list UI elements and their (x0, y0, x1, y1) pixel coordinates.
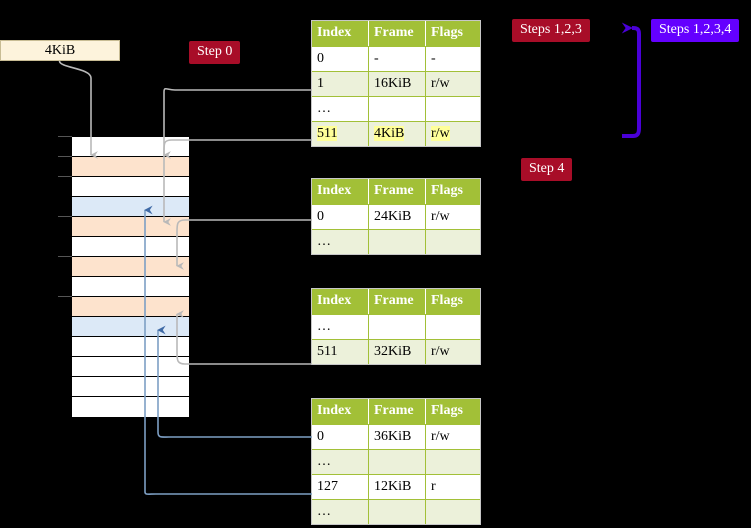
memory-frame-row (71, 296, 190, 318)
memory-tick-mark (58, 256, 72, 257)
memory-frame-row (71, 396, 190, 418)
highlighted-value: 4KiB (374, 126, 405, 141)
table-cell (426, 229, 480, 254)
column-header: Index (312, 289, 369, 314)
table-cell: 36KiB (369, 424, 426, 449)
table-cell: 511 (312, 121, 369, 146)
table-cell: - (369, 46, 426, 71)
table-cell: r/w (426, 424, 480, 449)
table-cell: 127 (312, 474, 369, 499)
badge-steps-1234: Steps 1,2,3,4 (651, 19, 740, 42)
table-cell: 511 (312, 339, 369, 364)
table-row: … (312, 449, 480, 474)
memory-frame-row (71, 256, 190, 278)
physical-memory-column (71, 136, 190, 418)
table-cell (426, 499, 480, 524)
table-cell: r/w (426, 204, 480, 229)
highlighted-value: 511 (317, 126, 338, 141)
table-cell: 0 (312, 424, 369, 449)
column-header: Frame (369, 289, 426, 314)
table-cell: 0 (312, 204, 369, 229)
column-header: Index (312, 399, 369, 424)
table-cell: … (312, 229, 369, 254)
table-row: … (312, 499, 480, 524)
table-cell: … (312, 96, 369, 121)
memory-frame-row (71, 236, 190, 258)
memory-tick-mark (58, 136, 72, 137)
table-cell: 24KiB (369, 204, 426, 229)
column-header: Flags (426, 399, 480, 424)
memory-frame-row (71, 276, 190, 298)
size-label-box: 4KiB (0, 40, 120, 61)
table-cell (369, 314, 426, 339)
column-header: Index (312, 179, 369, 204)
badge-step-0: Step 0 (189, 41, 241, 64)
table-cell (369, 499, 426, 524)
table-row: … (312, 229, 480, 254)
table-cell: … (312, 449, 369, 474)
column-header: Flags (426, 179, 480, 204)
table-cell: 16KiB (369, 71, 426, 96)
table-cell: - (426, 46, 480, 71)
table-cell: 32KiB (369, 339, 426, 364)
memory-frame-row (71, 216, 190, 238)
table-cell: 1 (312, 71, 369, 96)
table-cell: r/w (426, 339, 480, 364)
table-cell: … (312, 314, 369, 339)
table-cell (369, 449, 426, 474)
memory-frame-row (71, 196, 190, 218)
table-cell (369, 96, 426, 121)
table-cell: 0 (312, 46, 369, 71)
highlighted-value: r/w (431, 126, 450, 141)
table-cell (426, 96, 480, 121)
table-cell (426, 449, 480, 474)
column-header: Frame (369, 399, 426, 424)
badge-steps-123: Steps 1,2,3 (512, 19, 590, 42)
size-label-text: 4KiB (44, 42, 76, 58)
table-cell: r (426, 474, 480, 499)
column-header: Flags (426, 21, 480, 46)
table-cell (369, 229, 426, 254)
memory-frame-row (71, 136, 190, 158)
column-header: Flags (426, 289, 480, 314)
memory-frame-row (71, 356, 190, 378)
column-header: Frame (369, 179, 426, 204)
memory-tick-mark (58, 216, 72, 217)
table-cell: r/w (426, 121, 480, 146)
table-row: … (312, 96, 480, 121)
table-row: 511 4KiB r/w (312, 121, 480, 146)
table-cell (426, 314, 480, 339)
memory-tick-mark (58, 176, 72, 177)
table-row: … (312, 314, 480, 339)
table-cell: 4KiB (369, 121, 426, 146)
memory-frame-row (71, 156, 190, 178)
column-header: Frame (369, 21, 426, 46)
table-cell: … (312, 499, 369, 524)
memory-frame-row (71, 376, 190, 398)
memory-frame-row (71, 176, 190, 198)
memory-tick-mark (58, 296, 72, 297)
memory-frame-row (71, 316, 190, 338)
table-row: 0-- (312, 46, 480, 71)
memory-tick-mark (58, 156, 72, 157)
badge-step-4: Step 4 (521, 158, 573, 181)
table-cell: 12KiB (369, 474, 426, 499)
table-cell: r/w (426, 71, 480, 96)
memory-frame-row (71, 336, 190, 358)
column-header: Index (312, 21, 369, 46)
